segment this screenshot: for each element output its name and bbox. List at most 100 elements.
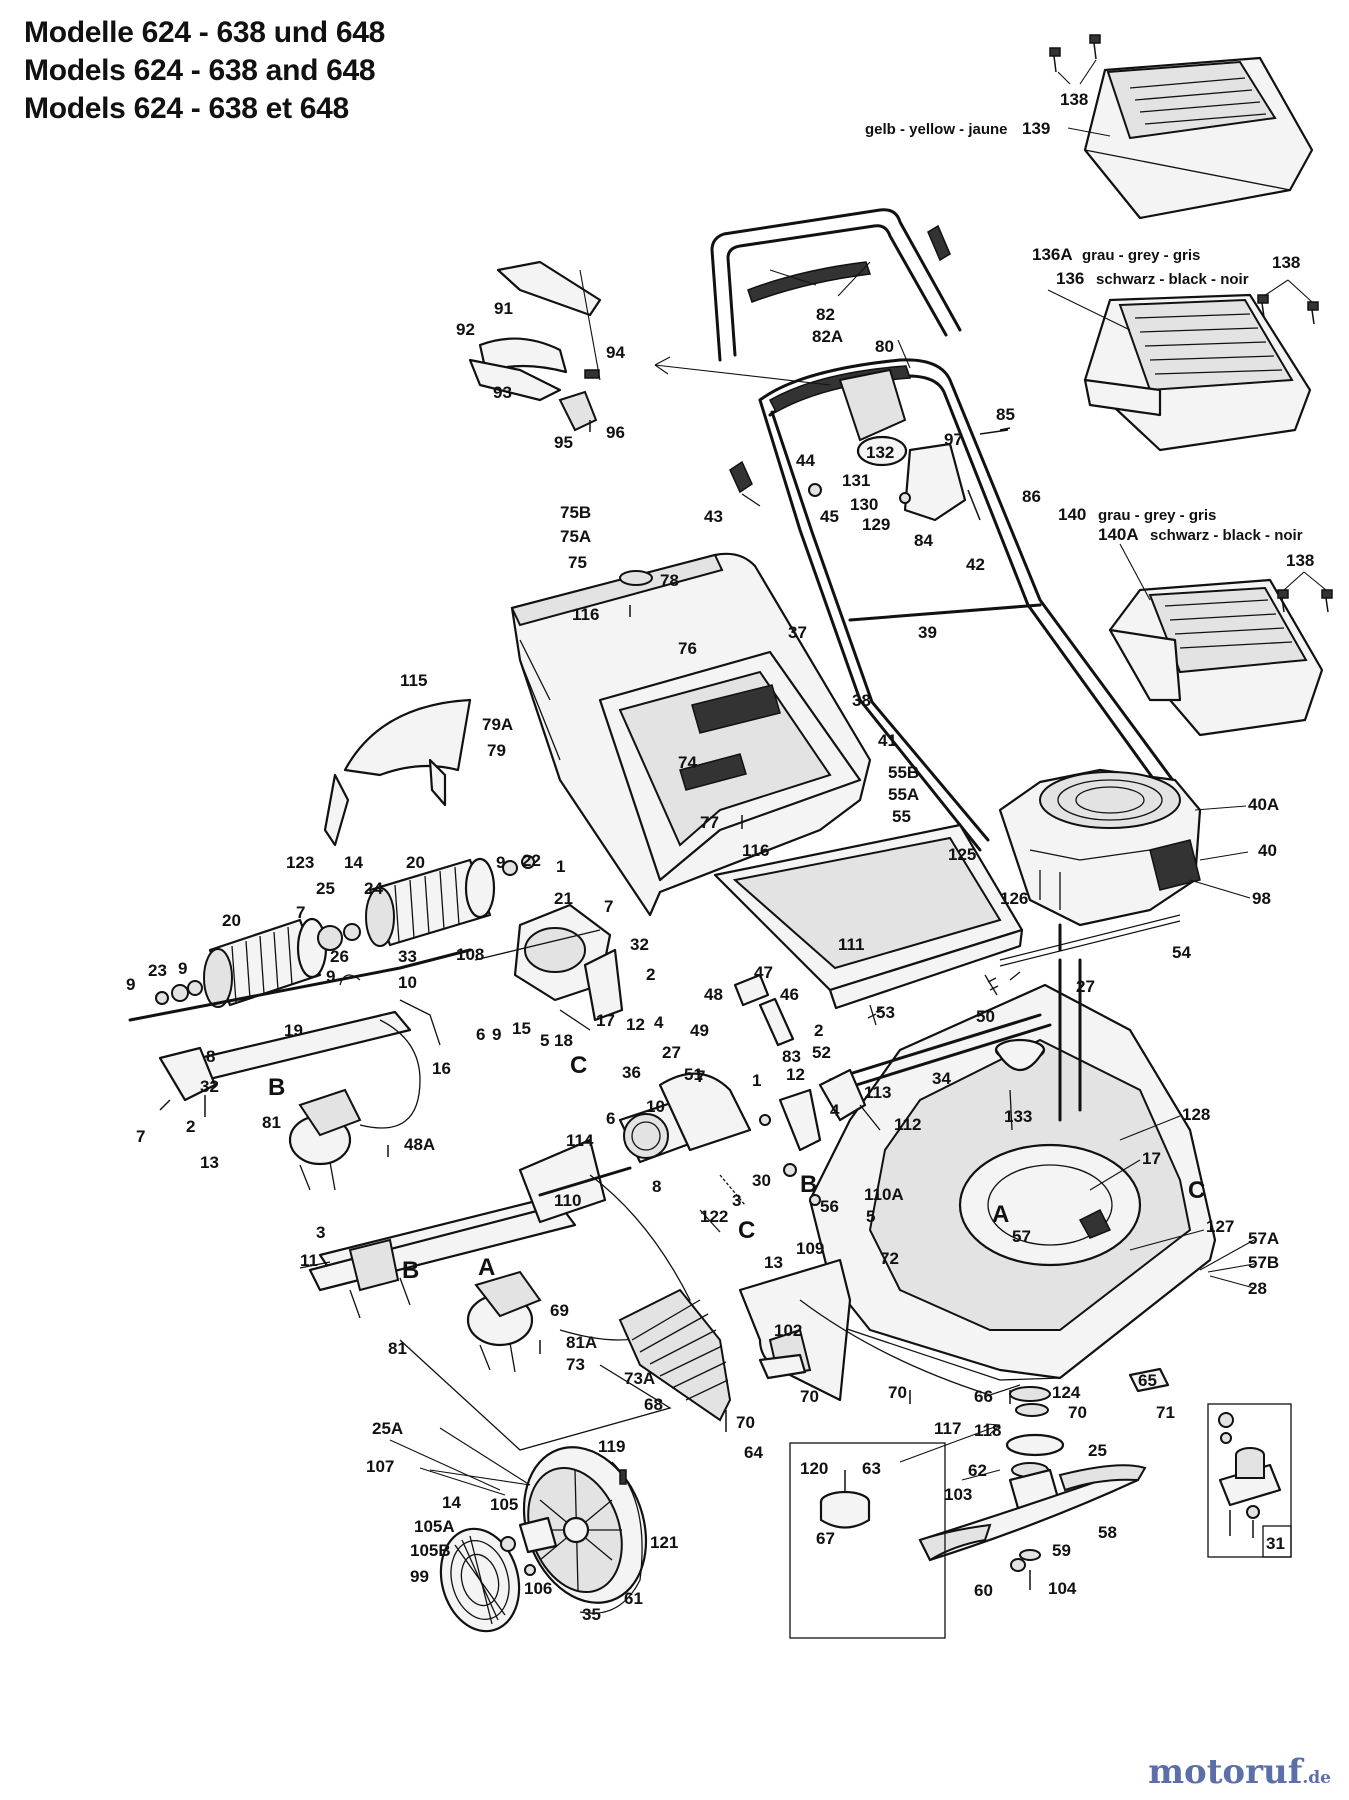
part-number-label: 9 — [496, 853, 505, 872]
part-number-label: 105A — [414, 1517, 455, 1536]
part-number-label: 25 — [1088, 1441, 1107, 1460]
part-number-label: 73 — [566, 1355, 585, 1374]
part-number-label: 109 — [796, 1239, 824, 1258]
part-number-label: 49 — [690, 1021, 709, 1040]
part-number-label: 127 — [1206, 1217, 1234, 1236]
title-line-de: Modelle 624 - 638 und 648 — [24, 16, 385, 49]
part-number-label: 40A — [1248, 795, 1279, 814]
part-number-label: 39 — [918, 623, 937, 642]
part-number-label: 140 — [1058, 505, 1086, 524]
part-number-label: 60 — [974, 1581, 993, 1600]
part-number-label: 57A — [1248, 1229, 1279, 1248]
part-number-label: 12 — [626, 1015, 645, 1034]
screws-138-low — [1277, 571, 1333, 613]
grass-bag-75 — [510, 552, 872, 917]
part-number-label: 9 — [126, 975, 135, 994]
part-number-label: 27 — [662, 1043, 681, 1062]
wheel-99 — [522, 1446, 648, 1614]
part-number-label: 40 — [1258, 841, 1277, 860]
part-number-label: 58 — [1098, 1523, 1117, 1542]
part-number-label: 97 — [944, 430, 963, 449]
svg-text:A: A — [478, 1254, 495, 1281]
part-number-label: 130 — [850, 495, 878, 514]
engine-cable-54 — [999, 914, 1181, 967]
deflector-115 — [323, 698, 472, 847]
part-number-label: 125 — [948, 845, 976, 864]
part-number-label: 140A — [1098, 525, 1139, 544]
part-number-label: 126 — [1000, 889, 1028, 908]
part-number-label: 105B — [410, 1541, 451, 1560]
part-number-label: 13 — [764, 1253, 783, 1272]
part-number-label: 31 — [1266, 1534, 1285, 1553]
part-number-label: 15 — [512, 1019, 531, 1038]
part-number-label: 70 — [800, 1387, 819, 1406]
part-number-label: 83 — [782, 1047, 801, 1066]
part-number-label: 63 — [862, 1459, 881, 1478]
marker-b-left: B — [268, 1074, 285, 1101]
deck-skirt-71 — [799, 1299, 1170, 1404]
svg-text:A: A — [992, 1201, 1009, 1228]
part-number-label: 14 — [442, 1493, 461, 1512]
part-number-label: 13 — [200, 1153, 219, 1172]
part-number-label: 7 — [696, 1067, 705, 1086]
marker-bc-center: C B C C A — [570, 1052, 1205, 1244]
part-number-label: 81 — [388, 1339, 407, 1358]
part-number-label: 22 — [522, 851, 541, 870]
part-number-label: 16 — [432, 1059, 451, 1078]
part-number-label: 81A — [566, 1333, 597, 1352]
inset-box-119-121 — [789, 1442, 946, 1639]
blade-assembly — [918, 1386, 1147, 1590]
part-number-label: 82A — [812, 327, 843, 346]
note-139: gelb - yellow - jaune — [865, 121, 1008, 138]
part-number-label: 120 — [800, 1459, 828, 1478]
title-block: Modelle 624 - 638 und 648 Models 624 - 6… — [24, 14, 385, 128]
part-number-label: 23 — [148, 961, 167, 980]
part-number-label: 2 — [186, 1117, 195, 1136]
part-number-label: 3 — [316, 1223, 325, 1242]
part-number-label: 2 — [646, 965, 655, 984]
part-number-label: 11 — [300, 1251, 318, 1270]
part-number-label: 5 — [540, 1031, 549, 1050]
part-number-label: 111 — [838, 935, 865, 954]
lever-detail-91-96 — [468, 260, 602, 432]
gear-bracket-21 — [474, 903, 624, 1031]
wheel-frame-lines — [399, 1339, 672, 1486]
part-number-label: 7 — [136, 1127, 145, 1146]
part-number-label: 132 — [866, 443, 894, 462]
part-number-label: 12 — [786, 1065, 805, 1084]
part-number-label: 119 — [598, 1437, 625, 1456]
mower-deck-57 — [808, 958, 1217, 1381]
part-number-label: 99 — [410, 1567, 429, 1586]
part-number-label: 55B — [888, 763, 919, 782]
part-number-label: 128 — [1182, 1105, 1210, 1124]
part-number-label: 67 — [816, 1529, 835, 1548]
part-number-label: 72 — [880, 1249, 899, 1268]
part-number-label: 136A — [1032, 245, 1073, 264]
part-number-label: 41 — [878, 731, 897, 750]
part-number-label: 20 — [406, 853, 425, 872]
part-number-label: 46 — [780, 985, 799, 1004]
part-number-label: 8 — [652, 1177, 661, 1196]
pointer-arrow — [654, 356, 831, 386]
height-adjuster-13-left — [288, 1019, 421, 1191]
part-number-label: 48A — [404, 1135, 435, 1154]
cover-140 — [1108, 578, 1324, 737]
part-number-label: 115 — [400, 671, 427, 690]
part-number-label: 70 — [1068, 1403, 1087, 1422]
part-number-label: 84 — [914, 531, 933, 550]
part-number-label: 110A — [864, 1185, 904, 1204]
part-number-label: 52 — [812, 1043, 831, 1062]
part-number-label: 56 — [820, 1197, 839, 1216]
part-number-label: 59 — [1052, 1541, 1071, 1560]
part-number-label: 42 — [966, 555, 985, 574]
part-number-label: 28 — [1248, 1279, 1267, 1298]
gearbox-30 — [518, 1072, 752, 1341]
part-number-label: 6 — [476, 1025, 485, 1044]
brand-tld: .de — [1302, 1768, 1331, 1788]
part-number-label: 4 — [654, 1013, 664, 1032]
part-number-label: 36 — [622, 1063, 641, 1082]
rollers-20 — [155, 855, 535, 1008]
part-number-label: 78 — [660, 571, 679, 590]
brand-watermark: motoruf.de — [1148, 1752, 1331, 1792]
